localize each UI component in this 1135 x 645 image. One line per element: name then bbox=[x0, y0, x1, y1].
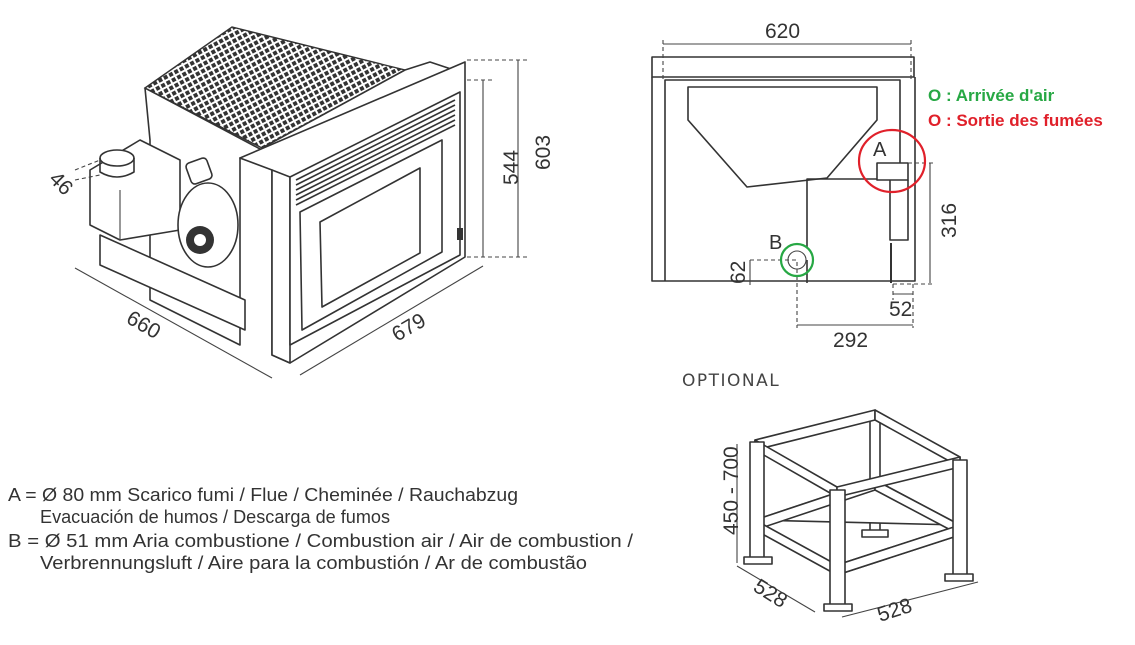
description-line-b: B = Ø 51 mm Aria combustione / Combustio… bbox=[8, 531, 633, 551]
frame-left-edge bbox=[271, 169, 291, 364]
dim-side-offset: 52 bbox=[889, 298, 912, 321]
stove-side-plan-view: A B 620 316 62 52 292 O : Arrivée d'air … bbox=[651, 20, 1103, 352]
flue-pipe bbox=[99, 149, 135, 167]
body-outline bbox=[651, 77, 916, 282]
combustion-fan bbox=[177, 182, 239, 268]
label-a: A bbox=[873, 139, 887, 161]
dim-height-total: 603 bbox=[532, 135, 555, 170]
pellet-hopper bbox=[687, 86, 878, 188]
dim-air-height: 62 bbox=[727, 261, 750, 284]
optional-stand: OPTIONAL 450 - 700 528 528 bbox=[682, 371, 979, 627]
stand-top-rail bbox=[754, 409, 876, 451]
top-cover bbox=[651, 56, 915, 78]
dim-flue-offset: 46 bbox=[44, 167, 77, 200]
air-inlet-b bbox=[787, 250, 807, 270]
dim-stand-depth: 528 bbox=[749, 575, 791, 613]
pressure-switch bbox=[185, 157, 213, 185]
legend-smoke-outlet: O : Sortie des fumées bbox=[928, 111, 1103, 130]
smoke-outlet-highlight bbox=[857, 128, 927, 194]
connection-description: A = Ø 80 mm Scarico fumi / Flue / Chemin… bbox=[8, 485, 633, 573]
stand-leg bbox=[749, 441, 765, 561]
dim-depth: 660 bbox=[123, 306, 165, 343]
dim-stand-width: 528 bbox=[874, 594, 914, 627]
description-line-a: A = Ø 80 mm Scarico fumi / Flue / Chemin… bbox=[8, 485, 518, 505]
description-line-a-cont: Evacuación de humos / Descarga de fumos bbox=[40, 507, 390, 527]
dim-flue-height: 316 bbox=[938, 203, 961, 238]
stand-leg bbox=[829, 489, 846, 608]
dim-width: 679 bbox=[388, 309, 430, 346]
optional-title: OPTIONAL bbox=[682, 371, 780, 391]
dim-height-frame: 544 bbox=[500, 150, 523, 185]
dim-plan-width: 620 bbox=[765, 20, 800, 43]
flue-outlet-a bbox=[876, 162, 909, 181]
description-line-b-cont: Verbrennungsluft / Aire para la combusti… bbox=[40, 553, 587, 573]
dim-air-offset: 292 bbox=[833, 329, 868, 352]
base-plate bbox=[99, 234, 246, 331]
air-louvers bbox=[295, 99, 456, 206]
door-glass bbox=[319, 167, 421, 308]
air-inlet-highlight bbox=[779, 242, 815, 278]
legend-air-inlet: O : Arrivée d'air bbox=[928, 86, 1055, 105]
stove-isometric-view: 603 544 660 679 46 bbox=[44, 26, 555, 379]
dim-stand-height: 450 - 700 bbox=[720, 446, 743, 535]
door-handle bbox=[457, 228, 463, 240]
stand-leg bbox=[952, 459, 968, 578]
label-b: B bbox=[769, 232, 782, 254]
